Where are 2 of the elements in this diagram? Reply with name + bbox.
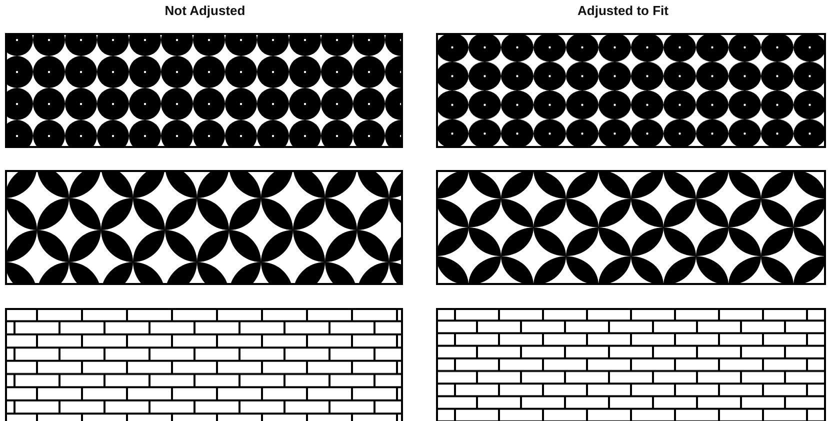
column-heading: Not Adjusted bbox=[164, 3, 246, 18]
column-heading: Adjusted to Fit bbox=[578, 3, 668, 18]
